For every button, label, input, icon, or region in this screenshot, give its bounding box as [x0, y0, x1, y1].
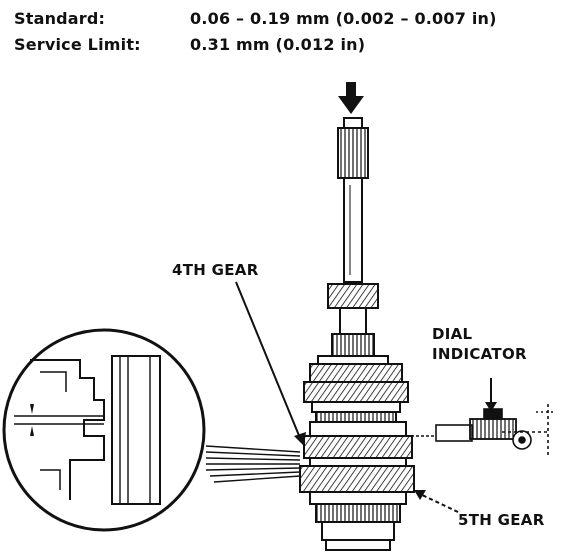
standard-label: Standard: [14, 9, 106, 28]
fourth-gear-label: 4TH GEAR [172, 261, 259, 279]
fourth-gear-leader [235, 281, 306, 446]
dial-indicator-label-line1: DIAL [432, 325, 473, 343]
mainshaft [317, 117, 389, 365]
fifth-gear-leader [414, 490, 459, 513]
detail-magnifier [2, 328, 206, 532]
dial-indicator-label-line2: INDICATOR [432, 345, 527, 363]
service-limit-label: Service Limit: [14, 35, 141, 54]
service-limit-value: 0.31 mm (0.012 in) [190, 35, 366, 54]
push-arrow-icon [338, 82, 364, 114]
zoom-wedge [205, 445, 301, 483]
dial-indicator-icon [406, 404, 556, 456]
fifth-gear-label: 5TH GEAR [458, 511, 545, 529]
gear-stack [299, 363, 415, 551]
dial-indicator-arrow [485, 378, 497, 412]
standard-value: 0.06 – 0.19 mm (0.002 – 0.007 in) [190, 9, 497, 28]
